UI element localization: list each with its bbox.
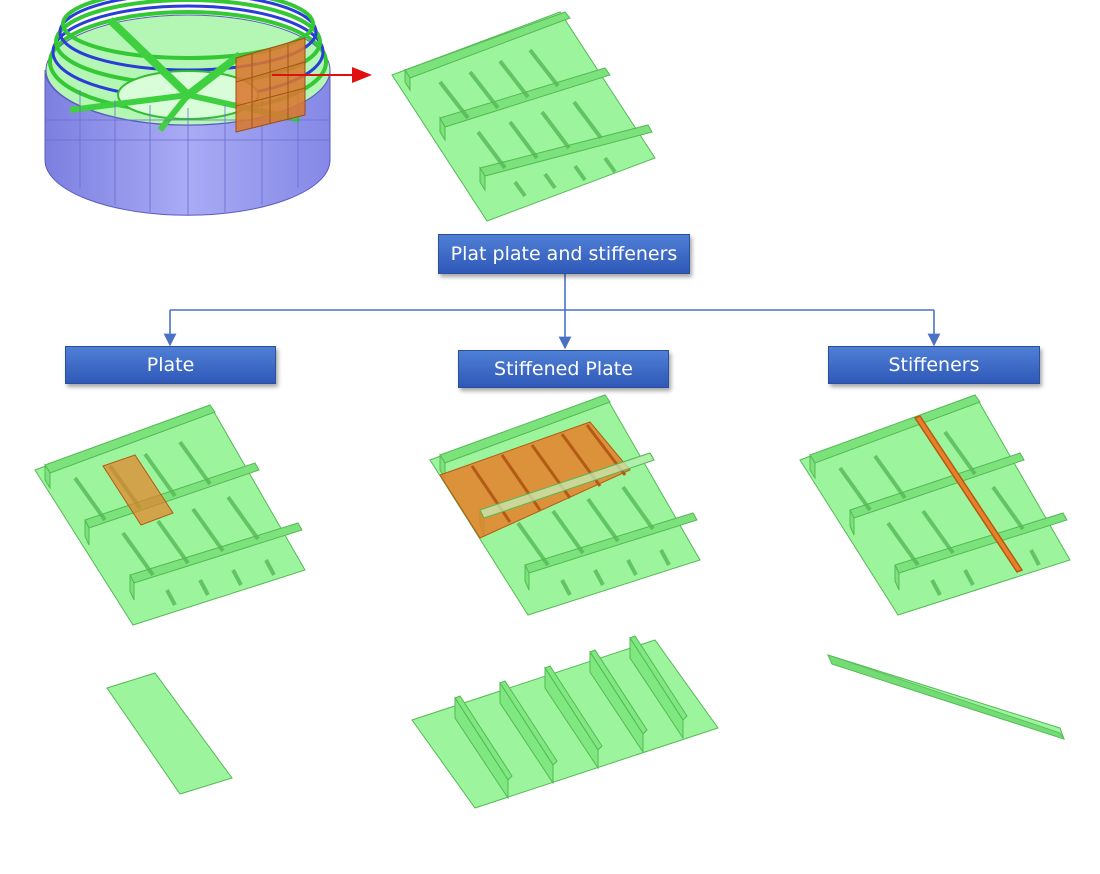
root-label: Plat plate and stiffeners <box>450 243 678 265</box>
panel-model-stiffener-icon <box>799 394 1071 616</box>
tree-connectors <box>163 274 941 350</box>
branch-label-stiffened-plate: Stiffened Plate <box>494 358 633 380</box>
panel-model-plate-icon <box>34 404 306 626</box>
branch-label-stiffeners: Stiffeners <box>888 354 980 376</box>
branch-box-stiffeners: Stiffeners <box>828 346 1040 384</box>
root-label-box: Plat plate and stiffeners <box>438 234 690 274</box>
panel-model-stiffened-icon <box>429 394 701 616</box>
extracted-panel-icon <box>391 11 656 222</box>
isolated-stiffener-icon <box>827 654 1065 740</box>
branch-box-stiffened-plate: Stiffened Plate <box>458 350 669 388</box>
tank-model-icon <box>44 0 331 216</box>
isolated-stiffened-plate-icon <box>411 635 719 809</box>
isolated-plate-icon <box>106 672 233 795</box>
branch-label-plate: Plate <box>146 354 195 376</box>
branch-box-plate: Plate <box>65 346 276 384</box>
